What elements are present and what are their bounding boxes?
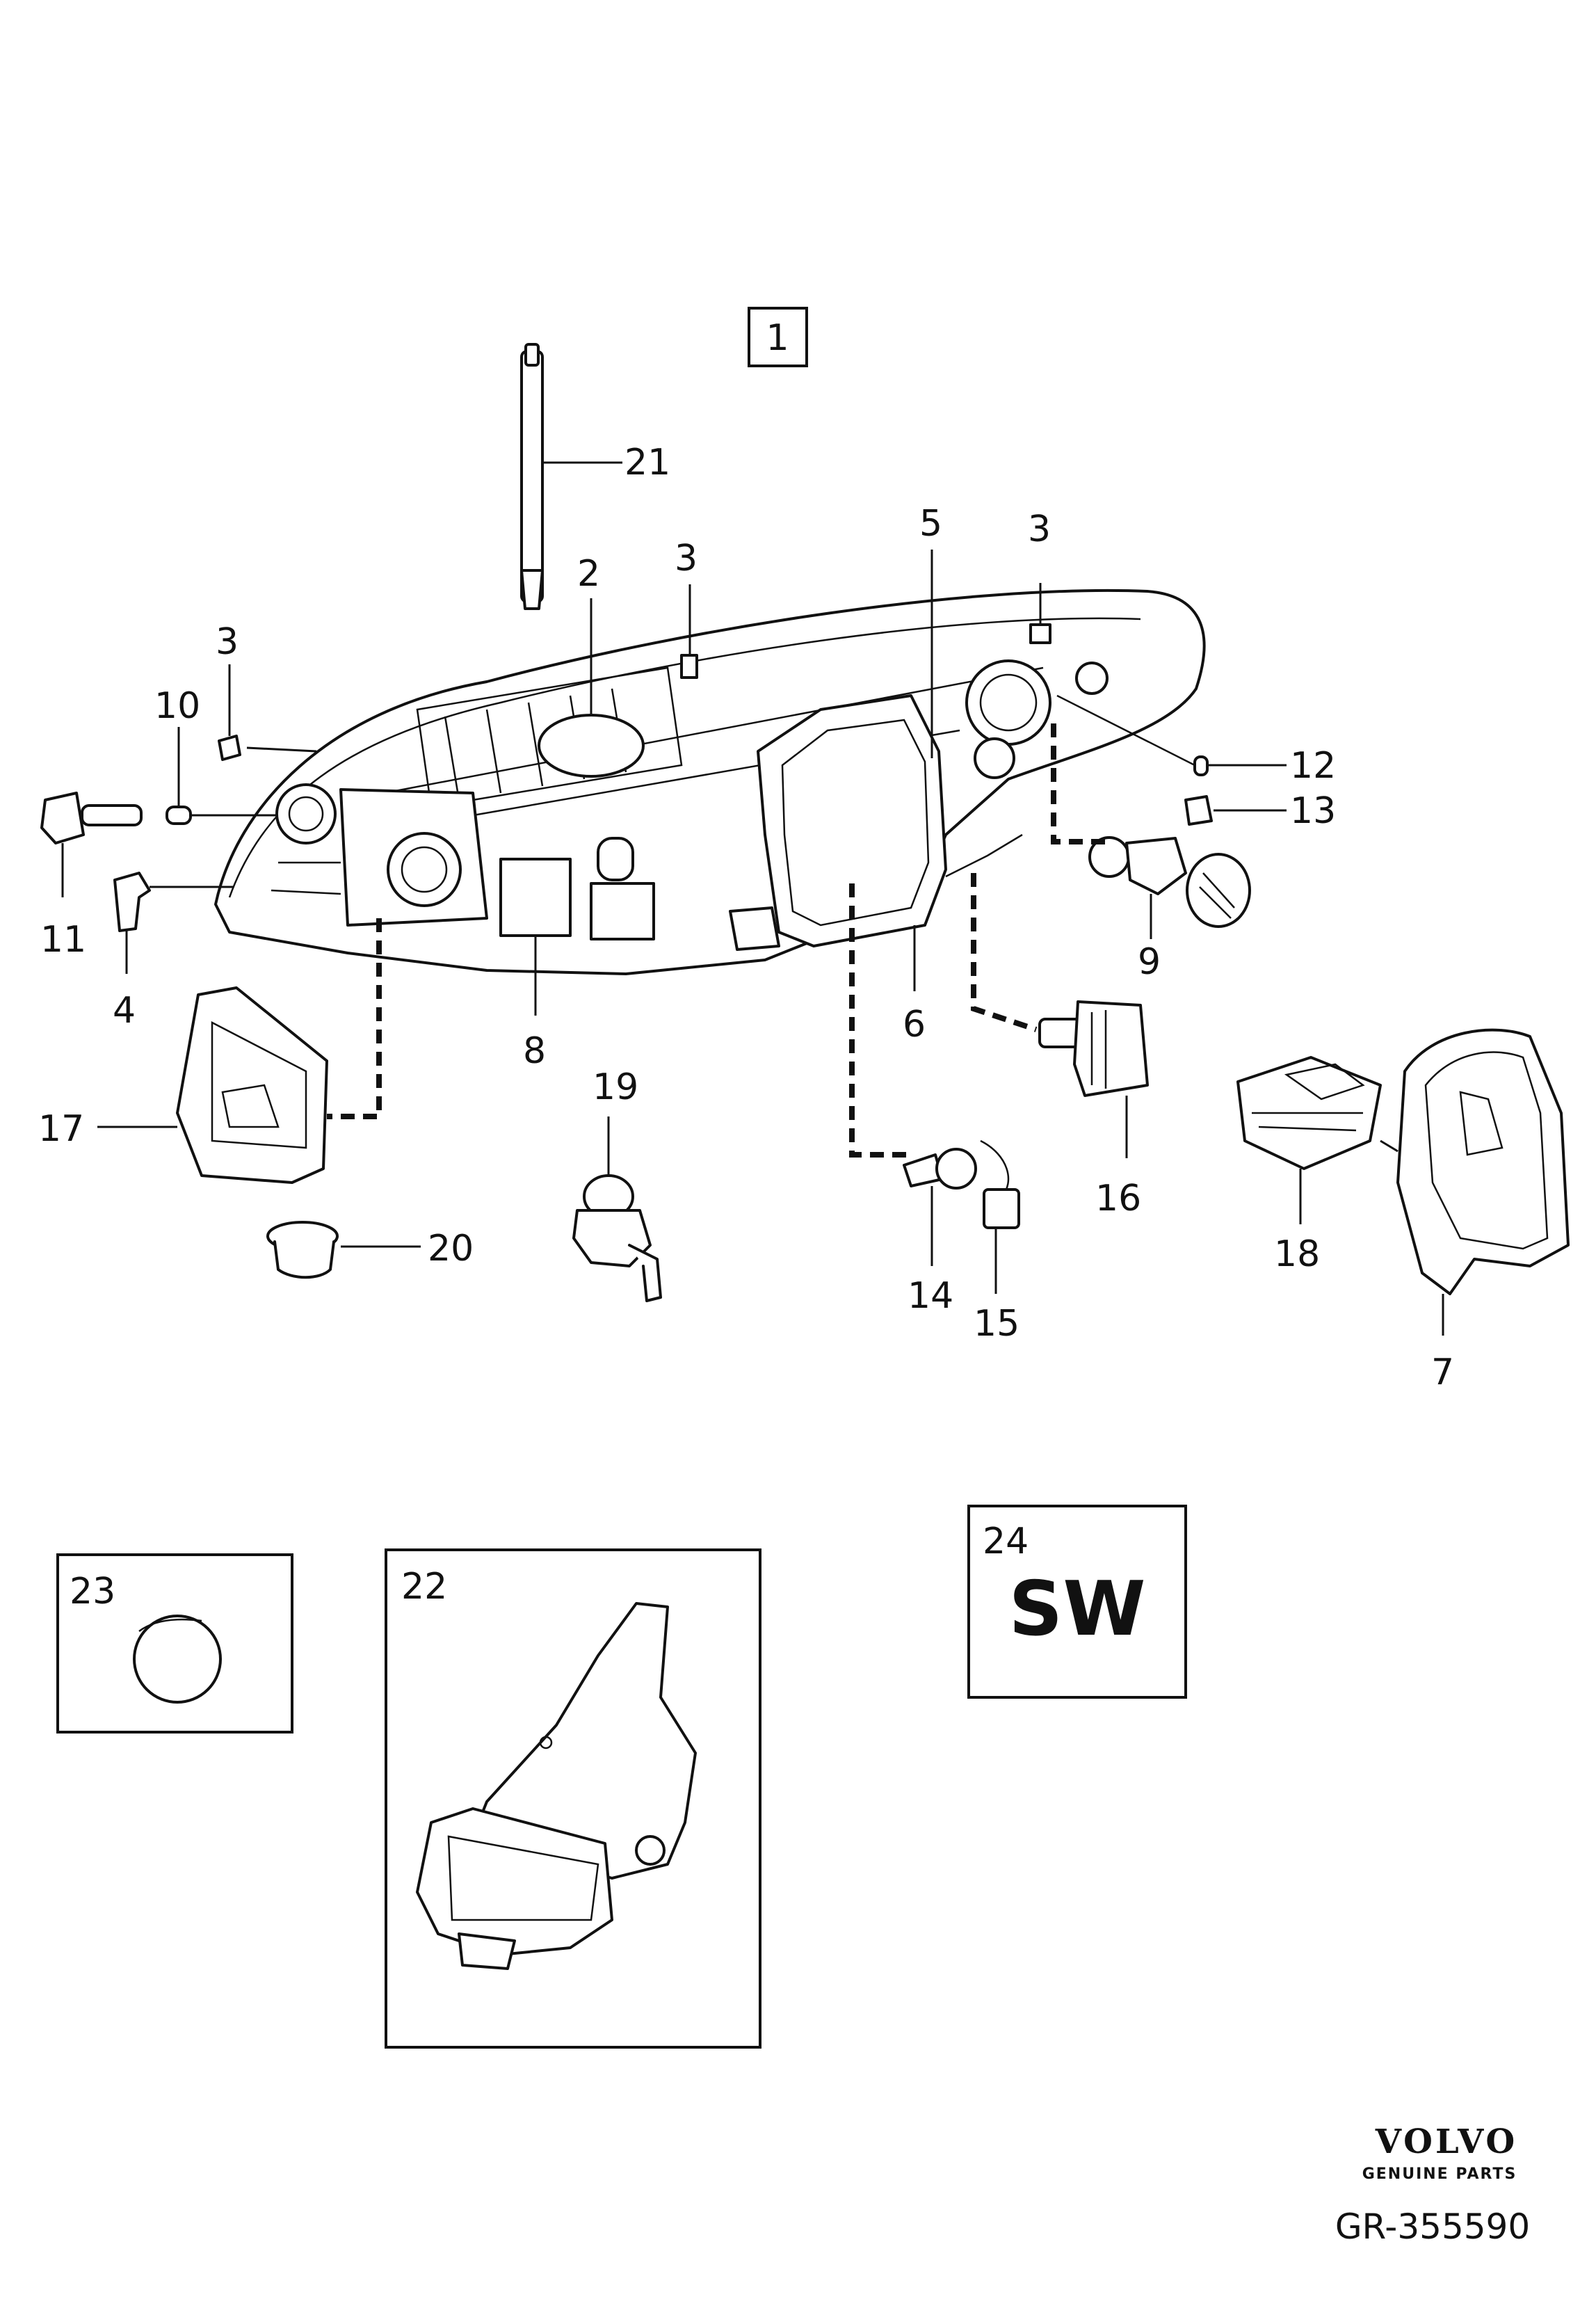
callout-16: 16 bbox=[1095, 1178, 1141, 1219]
callout-8: 8 bbox=[523, 1030, 546, 1072]
dash-to-9 bbox=[1051, 723, 1109, 844]
callout-3-right: 3 bbox=[1028, 509, 1051, 550]
part-12-small-bulb bbox=[1056, 694, 1287, 776]
diagram-reference: GR-355590 bbox=[1335, 2207, 1530, 2247]
callout-11: 11 bbox=[40, 919, 86, 961]
box-22-label: 22 bbox=[401, 1566, 447, 1608]
box-24-label: 24 bbox=[983, 1521, 1029, 1562]
headlamp-housing bbox=[214, 588, 1206, 975]
callout-10: 10 bbox=[154, 685, 200, 727]
callout-17: 17 bbox=[38, 1108, 84, 1150]
callout-20: 20 bbox=[428, 1228, 474, 1270]
callout-4: 4 bbox=[113, 990, 136, 1032]
callout-14: 14 bbox=[908, 1275, 953, 1317]
box-24: 24 SW bbox=[967, 1505, 1187, 1699]
footer: VOLVO GENUINE PARTS GR-355590 bbox=[1335, 2122, 1530, 2247]
callout-3-top: 3 bbox=[675, 538, 698, 579]
part-19-socket bbox=[572, 1116, 662, 1302]
box-24-sw-text: SW bbox=[1009, 1566, 1146, 1653]
part-3-clip-left bbox=[218, 664, 317, 761]
callout-15: 15 bbox=[974, 1303, 1019, 1345]
part-3-clip-right bbox=[1029, 583, 1051, 644]
callout-9: 9 bbox=[1138, 941, 1161, 983]
part-4-elbow bbox=[113, 872, 233, 974]
part-7-cover bbox=[1396, 1028, 1570, 1336]
dash-to-14 bbox=[849, 883, 911, 1158]
callout-13: 13 bbox=[1290, 790, 1336, 832]
part-10-small-bulb bbox=[166, 727, 278, 825]
part-16-hid-bulb bbox=[1038, 1000, 1149, 1158]
callout-7: 7 bbox=[1431, 1352, 1454, 1393]
box-22: 22 bbox=[385, 1548, 761, 2049]
callout-6: 6 bbox=[903, 1004, 926, 1046]
part-2-ring bbox=[538, 598, 645, 778]
callout-19: 19 bbox=[593, 1066, 638, 1108]
part-18-control-module bbox=[1236, 1056, 1398, 1224]
dash-to-16 bbox=[971, 873, 1038, 1032]
part-11-bulb-holder bbox=[40, 792, 143, 897]
box-23: 23 bbox=[56, 1553, 293, 1734]
dash-to-17 bbox=[327, 918, 382, 1119]
part-17-ballast bbox=[97, 986, 328, 1184]
callout-3-left: 3 bbox=[216, 621, 239, 663]
assembly-label-box: 1 bbox=[748, 307, 808, 367]
part-13-bulb-socket bbox=[1184, 795, 1287, 826]
callout-5: 5 bbox=[919, 503, 942, 545]
callout-18: 18 bbox=[1274, 1233, 1320, 1275]
callout-21: 21 bbox=[624, 442, 670, 483]
brand-subtitle: GENUINE PARTS bbox=[1362, 2165, 1517, 2183]
brand-logo: VOLVO bbox=[1375, 2122, 1517, 2161]
callout-2: 2 bbox=[577, 553, 600, 595]
part-14-bulb bbox=[903, 1148, 977, 1266]
part-21-adjuster-rod bbox=[520, 343, 622, 610]
part-15-connector bbox=[980, 1139, 1020, 1294]
assembly-label: 1 bbox=[766, 317, 789, 359]
part-20-grommet bbox=[266, 1221, 421, 1279]
part-3-clip-top bbox=[680, 584, 698, 679]
box-23-label: 23 bbox=[70, 1571, 115, 1612]
part-9-bulb-holder bbox=[1088, 836, 1251, 939]
callout-12: 12 bbox=[1290, 745, 1336, 787]
